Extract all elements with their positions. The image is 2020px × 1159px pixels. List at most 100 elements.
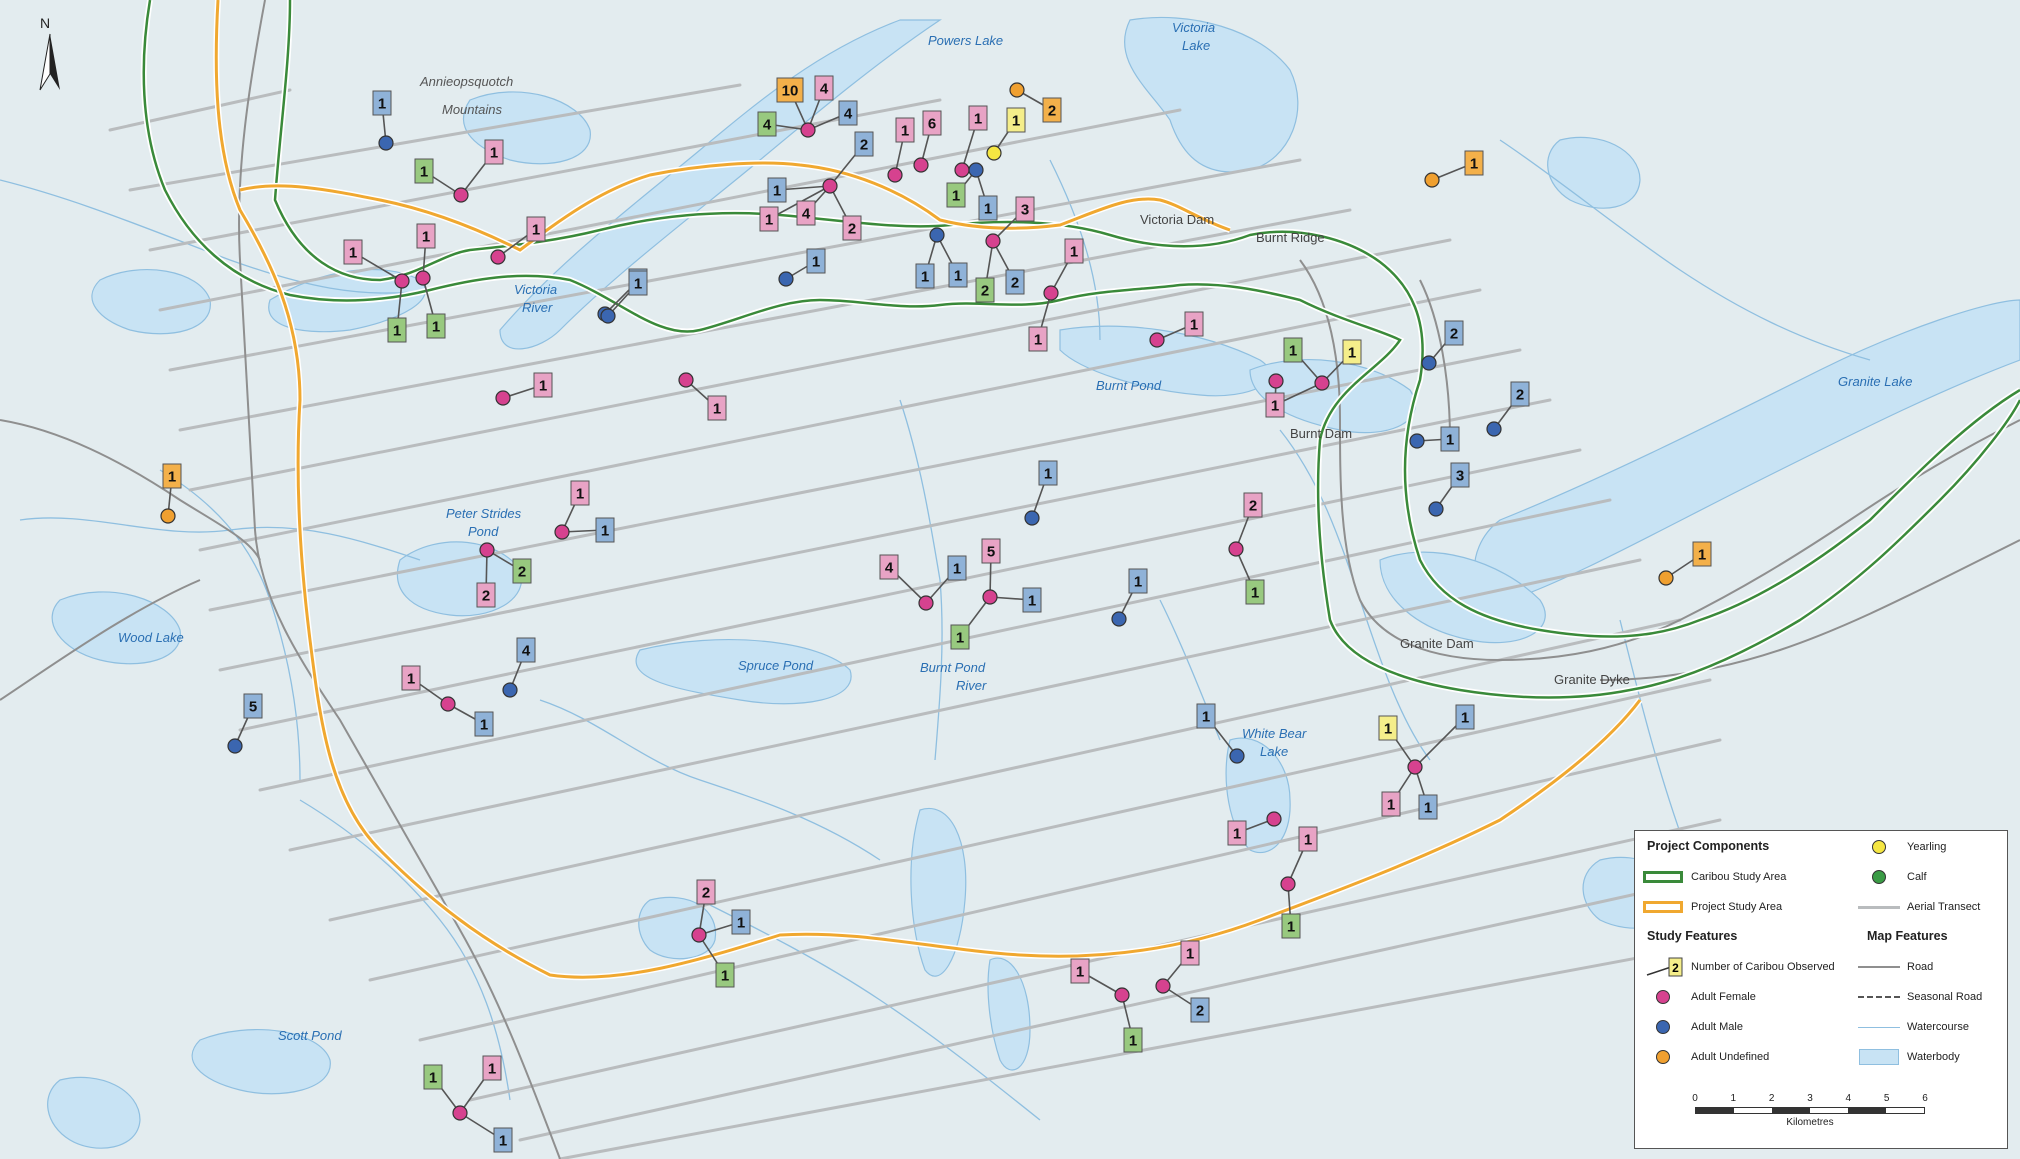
observation-1[interactable]: 1	[372, 90, 394, 151]
observation-point-male[interactable]	[1486, 421, 1502, 437]
observation-point-male[interactable]	[502, 682, 518, 698]
observation-8[interactable]: 2	[1009, 82, 1062, 123]
observation-14[interactable]: 11	[946, 162, 998, 221]
observation-point-female[interactable]	[982, 589, 998, 605]
observation-point-female[interactable]	[479, 542, 495, 558]
observation-48[interactable]: 12	[1155, 940, 1210, 1023]
observation-point-male[interactable]	[227, 738, 243, 754]
observation-point-undefined[interactable]	[160, 508, 176, 524]
observation-37[interactable]: 21	[1228, 492, 1265, 605]
observation-point-female[interactable]	[918, 595, 934, 611]
observation-point-male[interactable]	[600, 308, 616, 324]
observation-26[interactable]: 2	[1421, 320, 1464, 371]
observation-29[interactable]: 3	[1428, 462, 1470, 517]
observation-point-male[interactable]	[929, 227, 945, 243]
observation-22[interactable]: 1	[495, 372, 553, 406]
observation-36[interactable]: 1	[1111, 568, 1148, 627]
observation-point-female[interactable]	[452, 1105, 468, 1121]
observation-40[interactable]: 11	[401, 665, 494, 737]
count-label-yearling: 1	[1348, 345, 1356, 362]
observation-3[interactable]: 1	[490, 216, 546, 265]
observation-32[interactable]: 22	[476, 542, 532, 608]
observation-point-female[interactable]	[1268, 373, 1284, 389]
aerial-transect-line	[108, 88, 292, 132]
observation-point-female[interactable]	[678, 372, 694, 388]
observation-23[interactable]: 1	[678, 372, 727, 421]
observation-33[interactable]: 1	[1024, 460, 1058, 526]
observation-point-female[interactable]	[887, 167, 903, 183]
observation-point-female[interactable]	[394, 273, 410, 289]
observation-point-male[interactable]	[1111, 611, 1127, 627]
observation-46[interactable]: 211	[691, 879, 751, 988]
observation-point-female[interactable]	[1114, 987, 1130, 1003]
observation-10[interactable]: 1	[887, 117, 915, 183]
observation-point-female[interactable]	[1228, 541, 1244, 557]
observation-point-female[interactable]	[913, 157, 929, 173]
observation-point-female[interactable]	[1155, 978, 1171, 994]
observation-point-male[interactable]	[1229, 748, 1245, 764]
observation-point-male[interactable]	[778, 271, 794, 287]
observation-12[interactable]: 1	[954, 105, 988, 178]
observation-point-female[interactable]	[440, 696, 456, 712]
observation-point-male[interactable]	[1409, 433, 1425, 449]
observation-35[interactable]: 511	[950, 538, 1042, 650]
observation-41[interactable]: 4	[502, 637, 536, 698]
observation-point-female[interactable]	[1149, 332, 1165, 348]
observation-point-female[interactable]	[490, 249, 506, 265]
observation-17[interactable]: 1	[778, 248, 826, 287]
aerial-transect-line	[198, 288, 1482, 552]
observation-30[interactable]: 1	[1658, 541, 1712, 586]
observation-point-female[interactable]	[985, 233, 1001, 249]
observation-49[interactable]: 111	[423, 1055, 513, 1153]
observation-18[interactable]: 11	[1028, 238, 1084, 352]
observation-point-female[interactable]	[1314, 375, 1330, 391]
observation-point-female[interactable]	[954, 162, 970, 178]
observation-point-female[interactable]	[495, 390, 511, 406]
observation-point-female[interactable]	[1043, 285, 1059, 301]
observation-point-female[interactable]	[453, 187, 469, 203]
observation-point-undefined[interactable]	[1424, 172, 1440, 188]
observation-4[interactable]: 11	[343, 239, 410, 343]
observation-point-male[interactable]	[968, 162, 984, 178]
observation-2[interactable]: 11	[414, 139, 504, 203]
observation-point-female[interactable]	[554, 524, 570, 540]
observation-47[interactable]: 11	[1070, 958, 1143, 1053]
observation-point-female[interactable]	[1266, 811, 1282, 827]
observation-11[interactable]: 6	[913, 110, 942, 173]
observation-20[interactable]: 1	[600, 270, 648, 324]
observation-point-yearling[interactable]	[986, 145, 1002, 161]
observation-38[interactable]: 1	[160, 463, 182, 524]
observation-39[interactable]: 5	[227, 693, 263, 754]
observation-point-male[interactable]	[378, 135, 394, 151]
observation-42[interactable]: 1	[1196, 703, 1245, 764]
observation-31[interactable]: 11	[554, 480, 615, 543]
observation-45[interactable]: 11	[1280, 826, 1318, 939]
observation-27[interactable]: 1	[1409, 426, 1460, 452]
observation-point-undefined[interactable]	[1658, 570, 1674, 586]
observation-point-female[interactable]	[800, 122, 816, 138]
observation-point-female[interactable]	[822, 178, 838, 194]
observation-5[interactable]: 11	[415, 223, 446, 339]
observation-point-female[interactable]	[691, 927, 707, 943]
observation-point-male[interactable]	[1428, 501, 1444, 517]
observation-point-female[interactable]	[1407, 759, 1423, 775]
observation-point-female[interactable]	[415, 270, 431, 286]
observation-44[interactable]: 1	[1227, 811, 1282, 846]
observation-19[interactable]: 1	[1424, 150, 1484, 188]
observation-point-male[interactable]	[1421, 355, 1437, 371]
observation-28[interactable]: 2	[1486, 381, 1530, 437]
observation-point-male[interactable]	[1024, 510, 1040, 526]
observation-point-female[interactable]	[1280, 876, 1296, 892]
observation-21[interactable]: 1	[1149, 311, 1204, 348]
observation-9[interactable]: 1	[986, 107, 1026, 161]
count-label-box	[776, 77, 804, 103]
observation-point-undefined[interactable]	[1009, 82, 1025, 98]
